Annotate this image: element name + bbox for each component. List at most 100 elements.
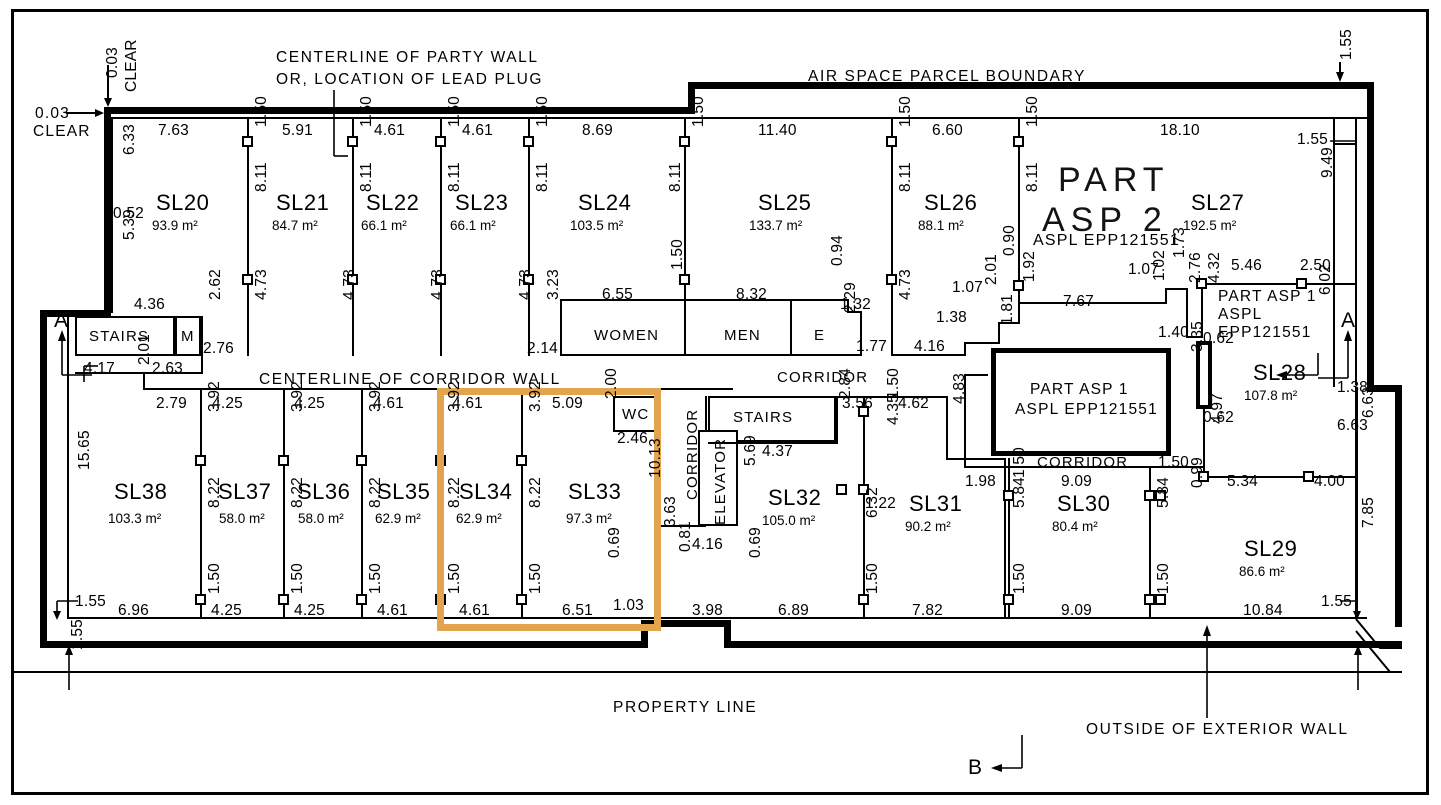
- room-e: E: [814, 327, 826, 344]
- dim-mid: 4.32: [1206, 252, 1223, 283]
- part-asp-1-box-l2: ASPL EPP121551: [1015, 401, 1158, 418]
- unit-area: 62.9 m²: [375, 511, 421, 526]
- washroom-top-wall: [560, 299, 847, 301]
- unit-area: 80.4 m²: [1052, 519, 1098, 534]
- stairs-top-block: [75, 316, 175, 356]
- column-marker: [523, 136, 534, 147]
- sl29-right-line: [1356, 387, 1358, 619]
- outline-step-riser: [688, 82, 695, 114]
- unit-area: 66.1 m²: [361, 218, 407, 233]
- dim-stairs: 2.62: [207, 269, 224, 300]
- dim-lower: 4.61: [452, 395, 483, 412]
- dim-stairs: 2.76: [203, 340, 234, 357]
- column-marker: [347, 136, 358, 147]
- label-clear-top-vert-2: CLEAR: [123, 39, 140, 92]
- dim-stairs: 2.63: [152, 360, 183, 377]
- room-corridor-vert: CORRIDOR: [684, 408, 701, 500]
- dim-bottom: 1.50: [527, 563, 544, 594]
- column-marker: [679, 274, 690, 285]
- column-marker: [1003, 490, 1014, 501]
- unit-area: 97.3 m²: [566, 511, 612, 526]
- unit-area: 62.9 m²: [456, 511, 502, 526]
- dim-mid: 2.01: [983, 254, 1000, 285]
- outline-left-upper: [104, 107, 111, 312]
- dim-lower: 5.09: [552, 395, 583, 412]
- dim-mid: 0.62: [1203, 330, 1234, 347]
- column-marker: [242, 136, 253, 147]
- dim-lower: 4.83: [951, 373, 968, 404]
- right-thin-2: [1333, 143, 1357, 145]
- unit-label: SL30: [1057, 491, 1111, 516]
- dim-lower: 0.99: [1189, 457, 1206, 488]
- highlighted-units-sl33-sl34[interactable]: [437, 388, 661, 631]
- unit-label: SL20: [156, 190, 210, 215]
- unit-label: SL21: [276, 190, 330, 215]
- dim-437: 4.37: [762, 443, 793, 460]
- outline-bottom-riser2: [724, 620, 731, 648]
- elevator-block: [698, 430, 738, 526]
- dim-bottom: 1.50: [206, 563, 223, 594]
- party-wall-sl25-26: [891, 117, 893, 356]
- jag-11: [1186, 336, 1203, 338]
- column-marker: [1155, 490, 1166, 501]
- column-marker: [435, 136, 446, 147]
- dim-mid: 1.38: [936, 309, 967, 326]
- dim-mid: 1.40: [1158, 324, 1189, 341]
- column-marker: [278, 455, 289, 466]
- dim-mid: 1.07: [952, 279, 983, 296]
- outline-left-step: [40, 310, 111, 317]
- unit-label: SL33: [568, 479, 622, 504]
- dim-top-right-2: 1.55: [1297, 131, 1328, 148]
- dim-top: 7.63: [158, 122, 189, 139]
- party-wall-sl31-30: [1008, 458, 1010, 618]
- dim-lower: 4.25: [212, 395, 243, 412]
- section-marker-b: B: [968, 756, 984, 779]
- note-centerline-party-wall-line2: OR, LOCATION OF LEAD PLUG: [276, 71, 544, 88]
- dim-left: 15.65: [76, 430, 93, 470]
- dim-top: 11.40: [758, 122, 797, 139]
- dim-mid: 1.38: [1337, 379, 1368, 396]
- dim-top: 1.50: [690, 96, 707, 127]
- corridor-right-h2: [964, 374, 988, 376]
- unit-label: SL24: [578, 190, 632, 215]
- washroom-div-1: [684, 299, 686, 356]
- party-wall-sl32-31: [863, 396, 865, 618]
- dim-lower: 1.50: [1158, 454, 1189, 471]
- dim-1013: 10.13: [647, 438, 664, 478]
- outline-top-left: [104, 107, 694, 114]
- sl31-top-wall: [838, 396, 948, 398]
- dim-mid: 5.46: [1231, 257, 1262, 274]
- inner-bottom-wall: [67, 617, 1367, 619]
- dim-bottom: 4.61: [377, 602, 408, 619]
- dim-top: 1.50: [253, 96, 270, 127]
- unit-label: SL25: [758, 190, 812, 215]
- dim-top: 1.50: [1024, 96, 1041, 127]
- jag-12: [1201, 288, 1203, 338]
- dim-top: 1.50: [446, 96, 463, 127]
- unit-label: SL22: [366, 190, 420, 215]
- column-marker: [858, 406, 869, 417]
- dim-435: 4.35: [885, 394, 902, 425]
- unit-label: SL27: [1191, 190, 1245, 215]
- e-room-step-h2: [847, 311, 862, 313]
- sl28-bottom-wall: [1203, 476, 1356, 478]
- column-marker: [1196, 278, 1207, 289]
- dim-mid: 1.50: [669, 239, 686, 270]
- right-thin-1: [1333, 117, 1335, 387]
- unit-label: SL31: [909, 491, 963, 516]
- outline-bottom-notch: [641, 620, 731, 627]
- dim-lower: 9.09: [1061, 473, 1092, 490]
- party-wall-sl26-27: [1018, 117, 1020, 302]
- outline-top-right: [688, 82, 1374, 89]
- page-border: [11, 9, 1429, 795]
- dim-bottom: 1.50: [1011, 563, 1028, 594]
- dim-right-663: 6.63: [1360, 387, 1377, 418]
- dim-bottom: 3.98: [692, 602, 723, 619]
- corridor-right-v: [964, 374, 966, 468]
- inner-left-wall-lower: [67, 372, 69, 619]
- dim-lower: 4.62: [898, 395, 929, 412]
- dim-top: 6.60: [932, 122, 963, 139]
- dim-bottom: 1.50: [289, 563, 306, 594]
- dim-top-right-1: 1.55: [1338, 29, 1355, 60]
- dim-top: 4.61: [374, 122, 405, 139]
